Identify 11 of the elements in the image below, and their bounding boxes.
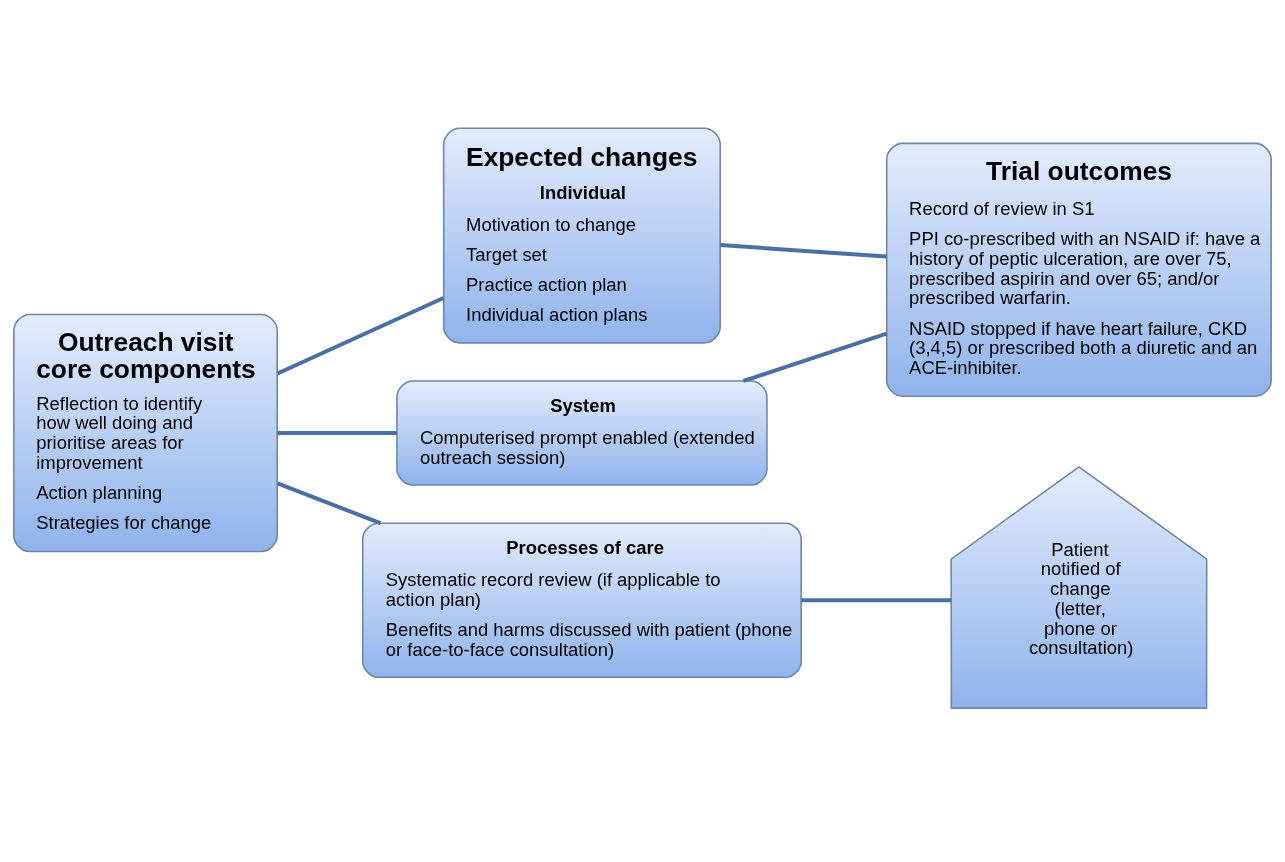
node-box: Outreach visit core components Reflection to identify how well doing and prioritise areas for improvement Action planning Strategies for change xyxy=(13,313,278,553)
connector xyxy=(276,481,382,525)
node-box: System Computerised prompt enabled (extended outreach session) xyxy=(396,380,768,486)
connector xyxy=(276,296,445,376)
connector xyxy=(742,331,888,383)
node-box: Processes of care Systematic record review (if applicable to action plan) Benefits and harms discussed with patient (phone or face-to-face consultation) xyxy=(361,522,802,679)
connector xyxy=(720,243,887,259)
node-box: Expected changes Individual Motivation to change Target set Practice action plan Individual action plans xyxy=(442,127,721,344)
connector xyxy=(277,431,397,436)
connector xyxy=(801,598,952,603)
node-box: Trial outcomes Record of review in S1 PPI co-prescribed with an NSAID if: have a history of peptic ulceration, are over 75, prescribed aspirin and over 65; and/or prescribed warfarin. NSAID stopped if have heart failure, CKD (3,4,5) or prescribed both a diuretic and an ACE-inhibiter. xyxy=(885,142,1272,397)
